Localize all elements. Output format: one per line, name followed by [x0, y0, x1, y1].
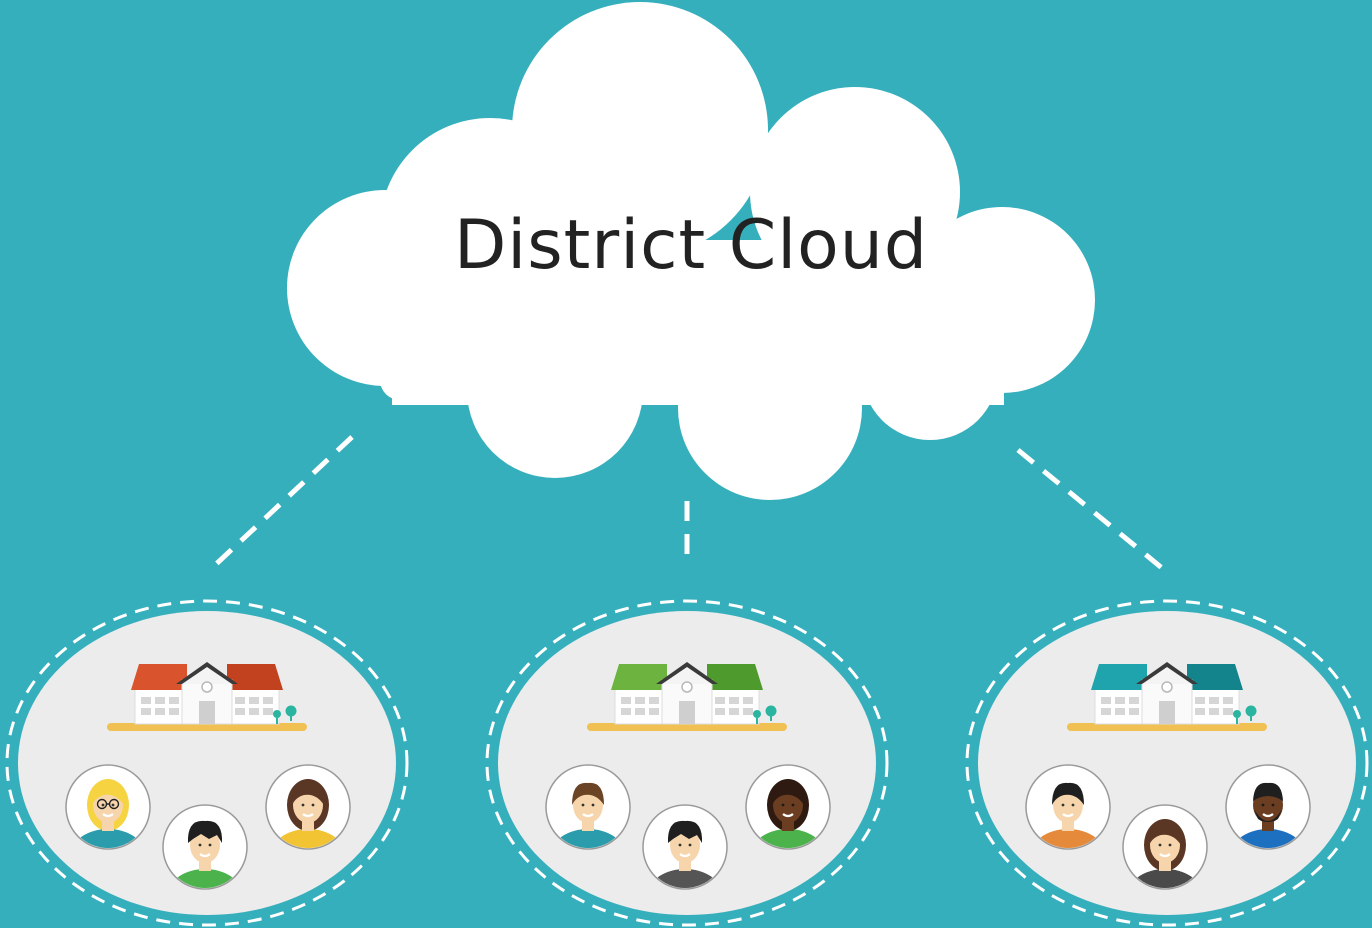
person-avatar-icon [65, 764, 151, 850]
school-group-border [5, 599, 409, 927]
person-avatar-icon [162, 804, 248, 890]
school-group-3 [965, 599, 1369, 927]
person-avatar-icon [1225, 764, 1311, 850]
person-avatar-icon [1025, 764, 1111, 850]
person-avatar-icon [745, 764, 831, 850]
person-avatar-icon [1122, 804, 1208, 890]
school-group-border [485, 599, 889, 927]
school-group-1 [5, 599, 409, 927]
person-avatar-icon [265, 764, 351, 850]
cloud-title: District Cloud [453, 206, 929, 285]
school-building-icon [107, 662, 307, 731]
school-group-2 [485, 599, 889, 927]
person-avatar-icon [642, 804, 728, 890]
school-building-icon [1067, 662, 1267, 731]
person-avatar-icon [545, 764, 631, 850]
cloud-shape [287, 2, 1095, 500]
connector-lines [211, 435, 1164, 570]
school-groups [5, 599, 1369, 927]
school-building-icon [587, 662, 787, 731]
school-group-border [965, 599, 1369, 927]
